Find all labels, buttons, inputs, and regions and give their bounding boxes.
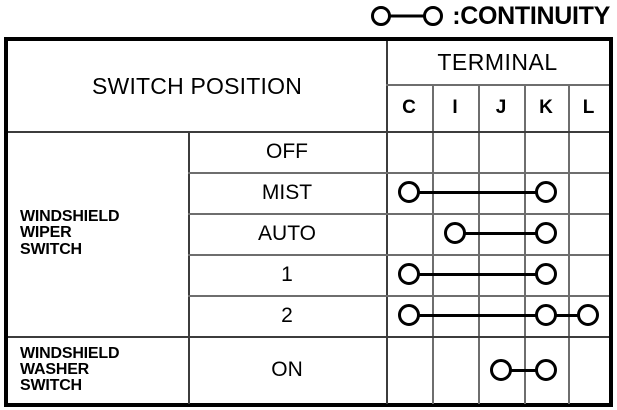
group-wiper-line-1: WINDSHIELD — [20, 208, 120, 226]
divider-col-j-k — [524, 84, 526, 404]
continuity-node-mist-c — [398, 181, 420, 203]
table-grid: SWITCH POSITION TERMINAL C I J K L WINDS… — [8, 41, 609, 404]
continuity-link-2-k-l — [546, 313, 588, 317]
continuity-node-1-c — [398, 263, 420, 285]
group-wiper-line-3: SWITCH — [20, 240, 82, 258]
position-cell-mist: MIST — [261, 180, 313, 204]
divider-group-position — [188, 131, 190, 404]
group-label-windshield-washer-switch: WINDSHIELD WASHER SWITCH — [8, 336, 188, 404]
divider-terminal-letters — [386, 84, 609, 86]
header-terminal-k: K — [539, 96, 553, 118]
switch-continuity-table: SWITCH POSITION TERMINAL C I J K L WINDS… — [4, 37, 613, 407]
divider-row-off-mist — [188, 172, 609, 174]
header-terminal-l: L — [582, 96, 595, 118]
divider-row-mist-auto — [188, 213, 609, 215]
header-terminal-j: J — [495, 96, 507, 118]
header-terminal-c: C — [402, 96, 416, 118]
continuity-legend: :CONTINUITY — [0, 0, 617, 32]
group-washer-line-2: WASHER — [20, 360, 90, 378]
divider-col-c-i — [432, 84, 434, 404]
group-wiper-line-2: WIPER — [20, 224, 72, 242]
position-cell-on: ON — [271, 358, 303, 381]
continuity-node-mist-k — [535, 181, 557, 203]
group-washer-line-3: SWITCH — [20, 377, 82, 395]
continuity-node-2-l — [577, 304, 599, 326]
continuity-node-auto-i — [444, 222, 466, 244]
position-cell-auto: AUTO — [258, 221, 316, 245]
continuity-node-1-k — [535, 263, 557, 285]
position-cell-2: 2 — [281, 303, 293, 327]
continuity-node-on-k — [535, 359, 557, 381]
position-cell-1: 1 — [281, 262, 293, 286]
header-switch-position: SWITCH POSITION — [92, 72, 302, 99]
continuity-symbol — [371, 6, 444, 26]
continuity-node-2-c — [398, 304, 420, 326]
group-washer-line-1: WINDSHIELD — [20, 344, 120, 362]
divider-col-k-l — [568, 84, 570, 404]
continuity-node-auto-k — [535, 222, 557, 244]
divider-wiper-washer — [8, 336, 609, 338]
group-label-windshield-wiper-switch: WINDSHIELD WIPER SWITCH — [8, 131, 188, 336]
divider-row-1-2 — [188, 295, 609, 297]
divider-col-i-j — [478, 84, 480, 404]
continuity-node-on-j — [490, 359, 512, 381]
divider-row-auto-1 — [188, 254, 609, 256]
continuity-node-2-k — [535, 304, 557, 326]
header-terminal-i: I — [452, 96, 458, 118]
header-terminal: TERMINAL — [437, 49, 558, 75]
continuity-legend-label: :CONTINUITY — [452, 1, 610, 30]
divider-header-body — [8, 131, 609, 133]
continuity-link-auto-i-k — [455, 231, 546, 235]
divider-position-terminal — [386, 41, 388, 404]
position-cell-off: OFF — [266, 139, 308, 163]
